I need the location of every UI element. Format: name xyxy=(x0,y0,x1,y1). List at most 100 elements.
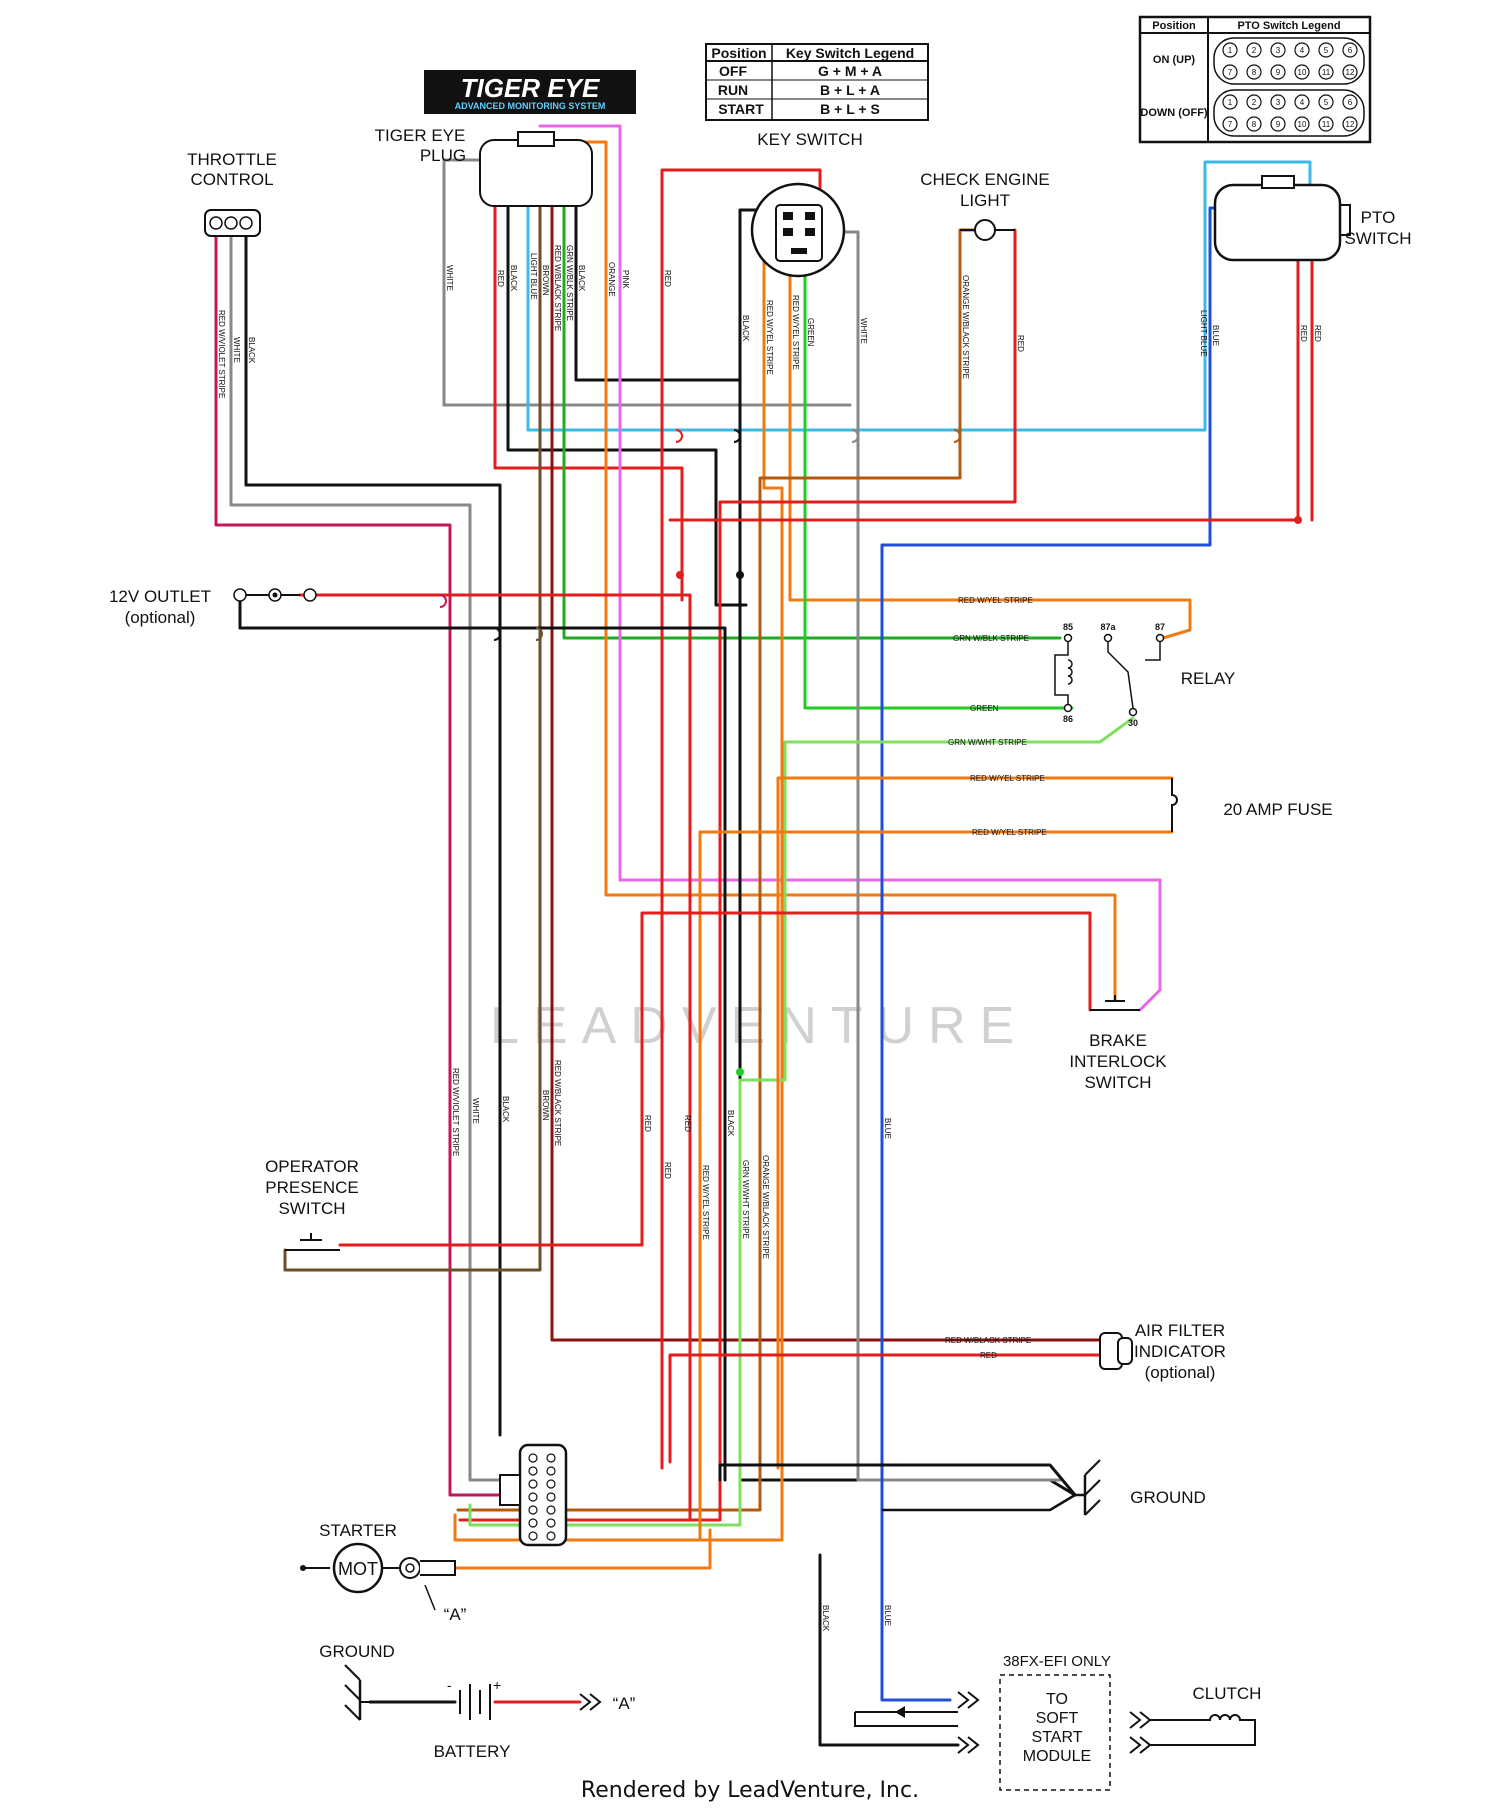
pto-legend-row-1-position: DOWN (OFF) xyxy=(1140,107,1208,119)
wire-red-black xyxy=(550,178,1102,1342)
wl-lower-6: RED xyxy=(663,1162,672,1179)
pto-legend-pin-circle xyxy=(1294,94,1310,110)
throttle-label-1: THROTTLE xyxy=(187,150,277,169)
connector-pin xyxy=(528,1531,538,1541)
wl-lower-11: ORANGE W/BLACK STRIPE xyxy=(761,1155,770,1259)
connector-pin xyxy=(528,1505,538,1515)
wl-throttle-2: BLACK xyxy=(247,337,256,364)
relay-pin-30: 30 xyxy=(1128,718,1138,728)
operator-label-1: OPERATOR xyxy=(265,1157,359,1176)
connector-pin xyxy=(528,1466,538,1476)
wl-key-4: WHITE xyxy=(859,318,868,344)
wire-black-plug xyxy=(506,178,748,607)
connector-pin xyxy=(546,1453,556,1463)
wl-relay-87: RED W/YEL STRIPE xyxy=(958,596,1033,605)
efi-only-label: 38FX-EFI ONLY xyxy=(1003,1653,1111,1670)
wl-plug-8: ORANGE xyxy=(607,262,616,297)
pto-legend-pin-number: 1 xyxy=(1228,98,1233,107)
throttle-control: THROTTLE CONTROL xyxy=(187,150,277,237)
wire-black-bottom xyxy=(818,1553,960,1747)
pto-legend-pin-circle xyxy=(1270,94,1286,110)
pto-legend-pin-number: 4 xyxy=(1300,98,1305,107)
pto-legend-pin-number: 8 xyxy=(1252,68,1257,77)
soft-start-module: 38FX-EFI ONLY TO SOFT START MODULE xyxy=(854,1653,1152,1791)
air-filter-label-1: AIR FILTER xyxy=(1135,1321,1225,1340)
pto-legend-pin-number: 12 xyxy=(1346,68,1355,77)
pto-legend-pin-circle xyxy=(1294,116,1310,132)
wl-lower-9: BLACK xyxy=(726,1110,735,1137)
wire-red-cel xyxy=(458,228,1017,1522)
wl-relay-30: GRN W/WHT STRIPE xyxy=(948,738,1027,747)
brake-label-1: BRAKE xyxy=(1089,1031,1147,1050)
key-terminal-g xyxy=(783,212,793,220)
battery-minus: - xyxy=(447,1677,452,1693)
wire-red-violet xyxy=(214,228,502,1497)
wire-light-blue-plug xyxy=(526,160,1312,432)
wl-check-engine-0: ORANGE W/BLACK STRIPE xyxy=(961,275,970,379)
tiger-eye-plug-label-1: TIGER EYE xyxy=(375,126,466,145)
operator-presence-switch: OPERATOR PRESENCE SWITCH xyxy=(265,1157,359,1251)
wl-fuse-bottom: RED W/YEL STRIPE xyxy=(972,828,1047,837)
air-filter-label-3: (optional) xyxy=(1145,1363,1216,1382)
wl-air-filter-1: RED xyxy=(980,1351,997,1360)
connector-pin xyxy=(528,1492,538,1502)
pto-legend-pin-number: 2 xyxy=(1252,46,1257,55)
clutch: CLUTCH xyxy=(1150,1684,1262,1746)
key-terminal-a xyxy=(783,228,793,236)
brake-interlock-switch: BRAKE INTERLOCK SWITCH xyxy=(1069,995,1167,1092)
ground-right-label: GROUND xyxy=(1130,1488,1206,1507)
pto-legend-pin-circle xyxy=(1318,42,1334,58)
wl-lower-3: RED W/BLACK STRIPE xyxy=(553,1060,562,1146)
key-switch-legend: Position Key Switch Legend OFF G + M + A… xyxy=(705,43,929,149)
wire-brown xyxy=(283,178,542,1272)
tiger-eye-plug-label-2: PLUG xyxy=(420,146,466,165)
check-engine-label-2: LIGHT xyxy=(960,191,1010,210)
wl-plug-1: RED xyxy=(496,270,505,287)
throttle-label-2: CONTROL xyxy=(190,170,273,189)
pto-legend-pin-number: 11 xyxy=(1322,68,1331,77)
wl-lower-4: BROWN xyxy=(541,1090,550,1121)
operator-label-3: SWITCH xyxy=(278,1199,345,1218)
battery-terminal-label: “A” xyxy=(613,1694,636,1713)
wl-lower-7: RED xyxy=(683,1115,692,1132)
battery: - + “A” BATTERY xyxy=(434,1677,636,1761)
connector-pin xyxy=(546,1466,556,1476)
outlet-label-2: (optional) xyxy=(125,608,196,627)
pto-legend-pin-circle xyxy=(1270,42,1286,58)
footer-credit: Rendered by LeadVenture, Inc. xyxy=(581,1778,919,1803)
relay: 85 87a 87 86 30 RELAY xyxy=(1054,622,1235,728)
pto-legend-pin-circle xyxy=(1318,94,1334,110)
wl-bottom-1: BLUE xyxy=(883,1605,892,1626)
clutch-label: CLUTCH xyxy=(1193,1684,1262,1703)
pto-legend-pin-number: 5 xyxy=(1324,46,1329,55)
air-filter-indicator: AIR FILTER INDICATOR (optional) xyxy=(1099,1321,1226,1382)
wl-plug-5: RED W/BLACK STRIPE xyxy=(553,245,562,331)
pto-legend-pin-circle xyxy=(1222,116,1238,132)
pto-legend-pin-circle xyxy=(1342,42,1358,58)
pto-legend-pin-number: 4 xyxy=(1300,46,1305,55)
logo-title: TIGER EYE xyxy=(461,73,600,103)
air-filter-label-2: INDICATOR xyxy=(1134,1342,1226,1361)
pto-legend-pin-circle xyxy=(1246,94,1262,110)
wl-lower-12: BLUE xyxy=(883,1118,892,1139)
wl-pto-2: RED xyxy=(1313,325,1322,342)
pto-legend-pin-circle xyxy=(1270,116,1286,132)
wl-relay-86: GREEN xyxy=(970,704,999,713)
wl-plug-2: BLACK xyxy=(509,265,518,292)
logo-subtitle: ADVANCED MONITORING SYSTEM xyxy=(455,101,606,111)
relay-pin-87a: 87a xyxy=(1100,622,1116,632)
connector-pin xyxy=(528,1518,538,1528)
pto-legend-pin-number: 10 xyxy=(1298,68,1307,77)
pto-legend-pin-number: 7 xyxy=(1228,68,1233,77)
key-switch xyxy=(750,182,846,278)
ground-left-label: GROUND xyxy=(319,1642,395,1661)
pto-legend-pin-circle xyxy=(1222,42,1238,58)
wire-green-key xyxy=(803,258,1074,710)
wire-white-throttle xyxy=(229,228,502,1482)
tiger-eye-logo: TIGER EYE ADVANCED MONITORING SYSTEM xyxy=(424,70,636,114)
pto-legend-pin-circle xyxy=(1222,64,1238,80)
junction-pto-red xyxy=(1294,516,1302,524)
key-legend-header-position: Position xyxy=(711,45,766,61)
outlet-label-1: 12V OUTLET xyxy=(109,587,211,606)
